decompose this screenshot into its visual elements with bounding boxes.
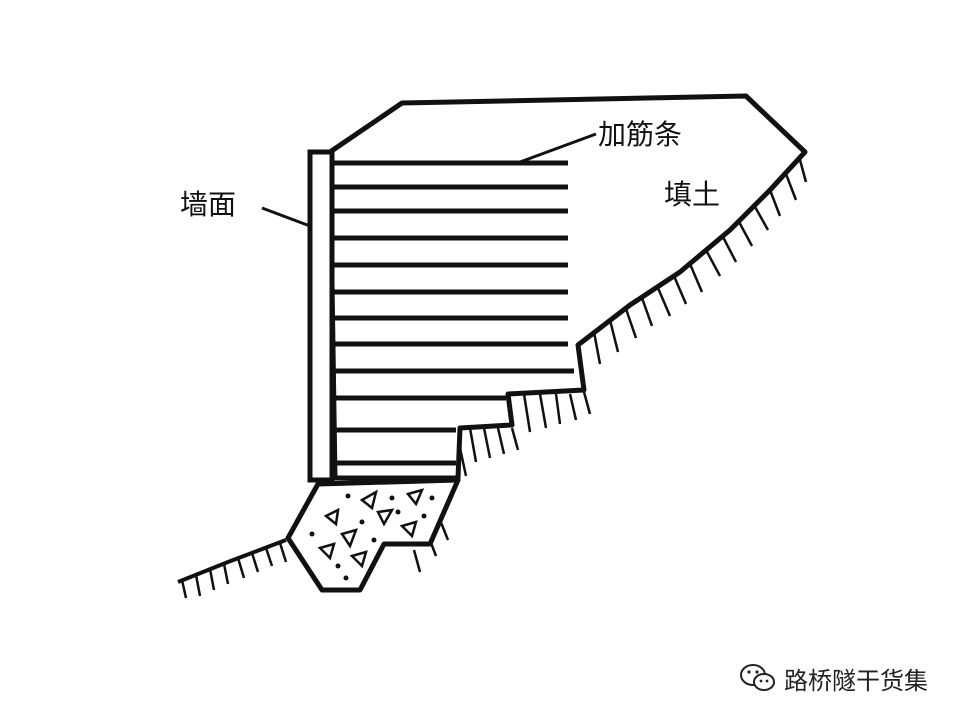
fill-soil-outline (327, 93, 808, 481)
wall-face-panel (307, 149, 335, 483)
reinforcement-strips (332, 160, 574, 466)
fill-label: 填土 (664, 178, 720, 211)
footing-dots (309, 493, 435, 581)
wechat-icon (740, 664, 775, 691)
watermark: 路桥隧干货集 (738, 660, 928, 696)
watermark-text: 路桥隧干货集 (784, 666, 928, 695)
reinforcement-label: 加筋条 (598, 118, 682, 151)
footing-aggregate (317, 488, 425, 569)
ground-hatching (180, 159, 808, 599)
ground-line-lower (177, 538, 287, 584)
wall-face-leader (261, 206, 311, 228)
wall-face-label: 墙面 (180, 188, 236, 221)
concrete-footing (285, 477, 461, 593)
reinforcement-leader (519, 132, 597, 164)
